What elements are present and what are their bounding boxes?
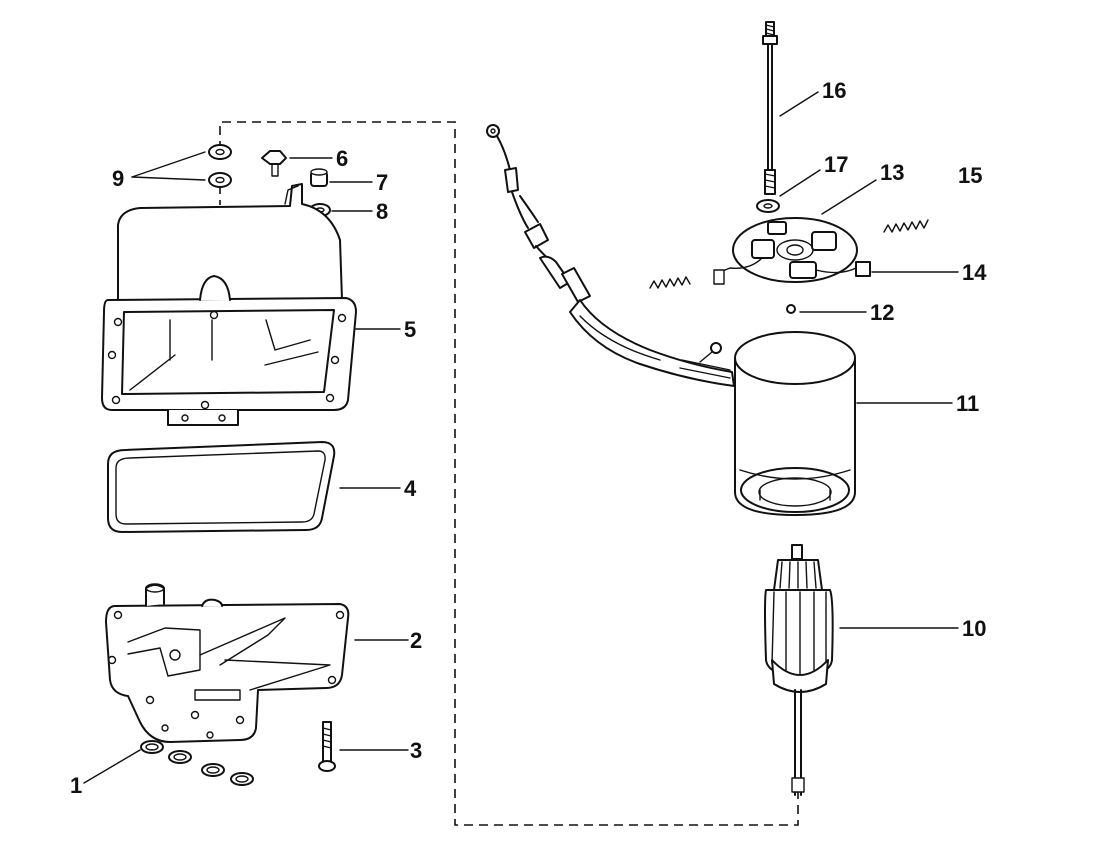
callout-12: 12 [870,300,894,325]
lead-wire-harness [486,124,735,387]
part-16-through-bolt [762,21,778,195]
callout-11: 11 [956,391,979,416]
spring-left [649,276,691,289]
part-13-brush-plate [713,217,871,285]
part-7-plug [310,168,328,187]
callout-7: 7 [376,170,388,195]
assembly-boundary-dashed-line [219,121,799,826]
part-15-spring [883,219,929,233]
callout-17: 17 [824,152,848,177]
callout-6: 6 [336,146,348,171]
part-3-bolt [318,721,336,772]
callout-14: 14 [962,260,987,285]
callout-1: 1 [70,773,82,798]
callout-4: 4 [404,476,417,501]
part-2-base-plate [105,583,350,743]
part-9-washers [208,144,232,188]
callout-leaders [83,91,959,784]
part-10-armature [764,544,834,796]
part-12-ball [786,304,796,314]
part-11-motor-frame [734,331,856,516]
part-6-screw [261,150,287,177]
callout-9: 9 [112,166,124,191]
callout-10: 10 [962,616,986,641]
callout-16: 16 [822,78,846,103]
part-17-washer [756,199,780,213]
part-1-o-rings [140,740,254,786]
callout-13: 13 [880,160,904,185]
callout-2: 2 [410,628,422,653]
callout-labels: 1 2 3 4 5 6 7 8 9 10 11 12 13 14 15 16 1… [70,78,987,798]
part-5-reservoir-housing [101,183,357,426]
callout-8: 8 [376,199,388,224]
callout-15: 15 [958,163,982,188]
callout-3: 3 [410,738,422,763]
callout-5: 5 [404,317,416,342]
part-4-gasket [107,441,336,533]
